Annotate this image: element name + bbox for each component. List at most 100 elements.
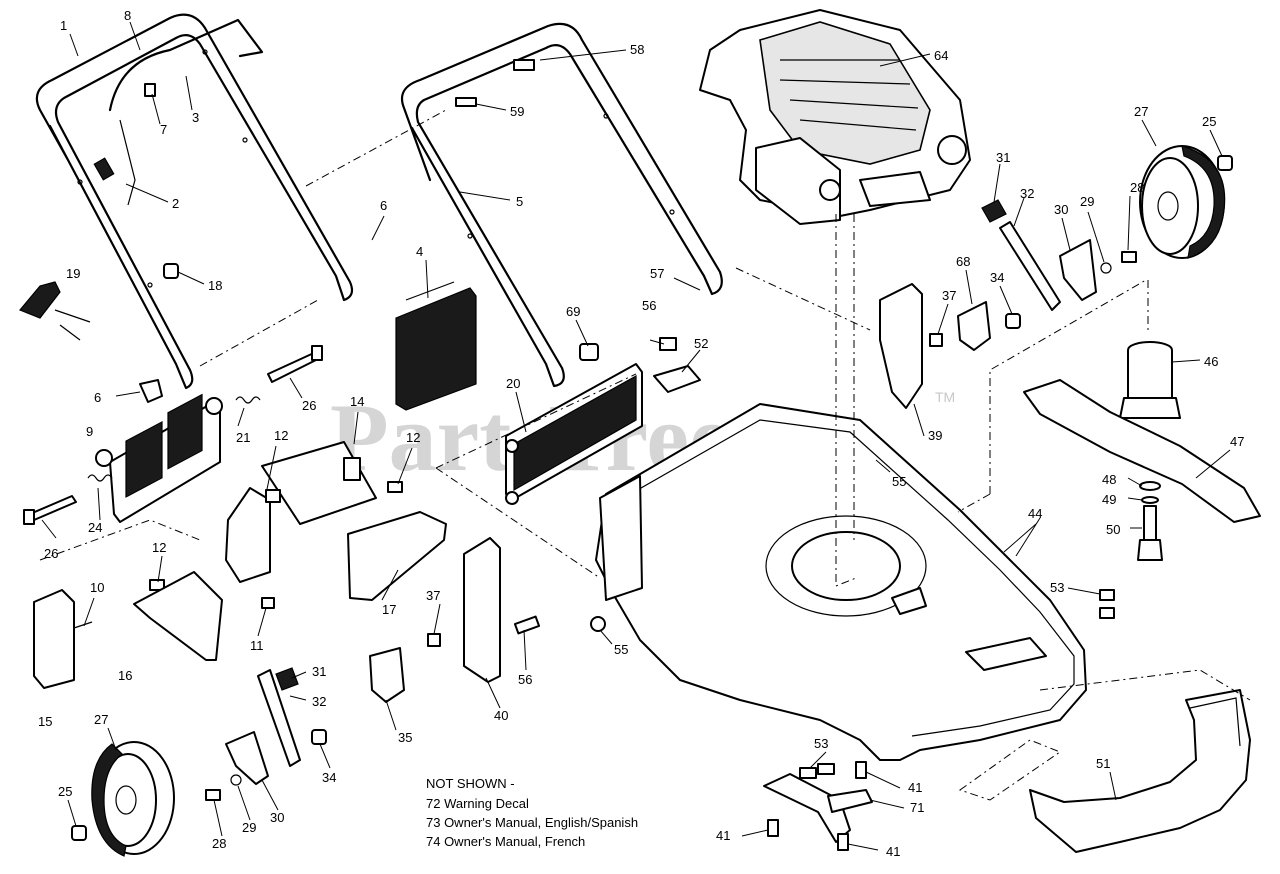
callout-37b: 37 <box>426 588 440 603</box>
callout-17: 17 <box>382 602 396 617</box>
callout-15: 15 <box>38 714 52 729</box>
bracket-16 <box>133 571 223 661</box>
cap-25b <box>71 825 87 841</box>
callout-41a: 41 <box>908 780 922 795</box>
spring-31a <box>981 199 1007 223</box>
plate-68 <box>957 301 991 351</box>
callout-32a: 32 <box>1020 186 1034 201</box>
rear-skirt <box>1029 689 1251 853</box>
mower-deck <box>595 403 1087 761</box>
screw-37b <box>427 633 441 647</box>
callouts: 1 8 7 3 2 19 18 6 6 9 21 26 24 26 12 14 … <box>38 8 1244 859</box>
control-bail <box>108 18 264 206</box>
ref-line <box>435 467 601 579</box>
clip-6a <box>139 379 163 403</box>
callout-55b: 55 <box>614 642 628 657</box>
callout-53b: 53 <box>814 736 828 751</box>
callout-56b: 56 <box>518 672 532 687</box>
bolt-12c <box>149 579 165 591</box>
bracket-39 <box>879 283 923 409</box>
washer-29b <box>230 774 242 786</box>
callout-41c: 41 <box>886 844 900 859</box>
blade-adapter <box>1119 341 1181 419</box>
leader-lines <box>41 21 1231 851</box>
callout-55a: 55 <box>892 474 906 489</box>
washer-49 <box>1141 496 1159 504</box>
callout-5: 5 <box>516 194 523 209</box>
callout-30a: 30 <box>1054 202 1068 217</box>
bracket-15 <box>33 589 75 689</box>
ref-line <box>989 279 1147 494</box>
bolt-28a <box>1121 251 1137 263</box>
callout-19: 19 <box>66 266 80 281</box>
callout-51: 51 <box>1096 756 1110 771</box>
callout-16: 16 <box>118 668 132 683</box>
bolt-56a <box>659 337 677 351</box>
callout-40: 40 <box>494 708 508 723</box>
lever-32a <box>999 221 1061 311</box>
bolt-56b <box>513 615 541 635</box>
bushing-34a <box>1005 313 1021 329</box>
not-shown-notes: NOT SHOWN - 72 Warning Decal 73 Owner's … <box>426 776 638 849</box>
bracket-40 <box>463 537 501 683</box>
screw-7 <box>144 83 156 97</box>
pin-10 <box>73 621 93 629</box>
rod-26b <box>23 495 77 525</box>
nut-18 <box>163 263 179 279</box>
plate-52 <box>653 365 701 393</box>
bushing-34b <box>311 729 327 745</box>
bolt-58 <box>513 59 535 71</box>
bolt-41c <box>837 833 849 851</box>
callout-18: 18 <box>208 278 222 293</box>
callout-30b: 30 <box>270 810 284 825</box>
callout-3: 3 <box>192 110 199 125</box>
bolt-50 <box>1137 505 1163 561</box>
callout-10: 10 <box>90 580 104 595</box>
callout-69: 69 <box>566 304 580 319</box>
bracket-14 <box>261 441 377 525</box>
callout-6b: 6 <box>94 390 101 405</box>
callout-37a: 37 <box>942 288 956 303</box>
callout-24: 24 <box>88 520 102 535</box>
callout-71: 71 <box>910 800 924 815</box>
ref-line <box>305 109 447 187</box>
axle-bracket-30a <box>1059 239 1097 301</box>
callout-28a: 28 <box>1130 180 1144 195</box>
ref-line <box>39 519 201 561</box>
bolt-11 <box>261 597 275 609</box>
callout-53a: 53 <box>1050 580 1064 595</box>
bracket-12 <box>225 487 281 583</box>
nut-55b <box>590 616 606 632</box>
cap-25a <box>1217 155 1233 171</box>
callout-32b: 32 <box>312 694 326 709</box>
washer-48 <box>1139 481 1161 491</box>
plate-35 <box>369 647 405 703</box>
screw-37a <box>929 333 943 347</box>
callout-46: 46 <box>1204 354 1218 369</box>
bolt-59 <box>455 97 477 107</box>
wheel-27a <box>1139 145 1226 259</box>
bolt-53b <box>799 763 835 779</box>
bracket-71 <box>763 773 873 843</box>
callout-14: 14 <box>350 394 364 409</box>
engine <box>699 9 971 225</box>
bolt-41a <box>855 761 867 779</box>
callout-4: 4 <box>416 244 423 259</box>
callout-50: 50 <box>1106 522 1120 537</box>
callout-25a: 25 <box>1202 114 1216 129</box>
ref-line <box>835 214 857 587</box>
watermark-tm: TM <box>935 389 955 405</box>
lower-handle <box>400 22 723 388</box>
spring-31b <box>275 667 299 691</box>
deflector-17 <box>347 511 447 601</box>
bolt-12b <box>387 481 403 493</box>
wheel-27b <box>91 741 175 857</box>
callout-39: 39 <box>928 428 942 443</box>
callout-21: 21 <box>236 430 250 445</box>
callout-68: 68 <box>956 254 970 269</box>
callout-58: 58 <box>630 42 644 57</box>
callout-34b: 34 <box>322 770 336 785</box>
callout-31a: 31 <box>996 150 1010 165</box>
rear-door <box>505 363 643 505</box>
